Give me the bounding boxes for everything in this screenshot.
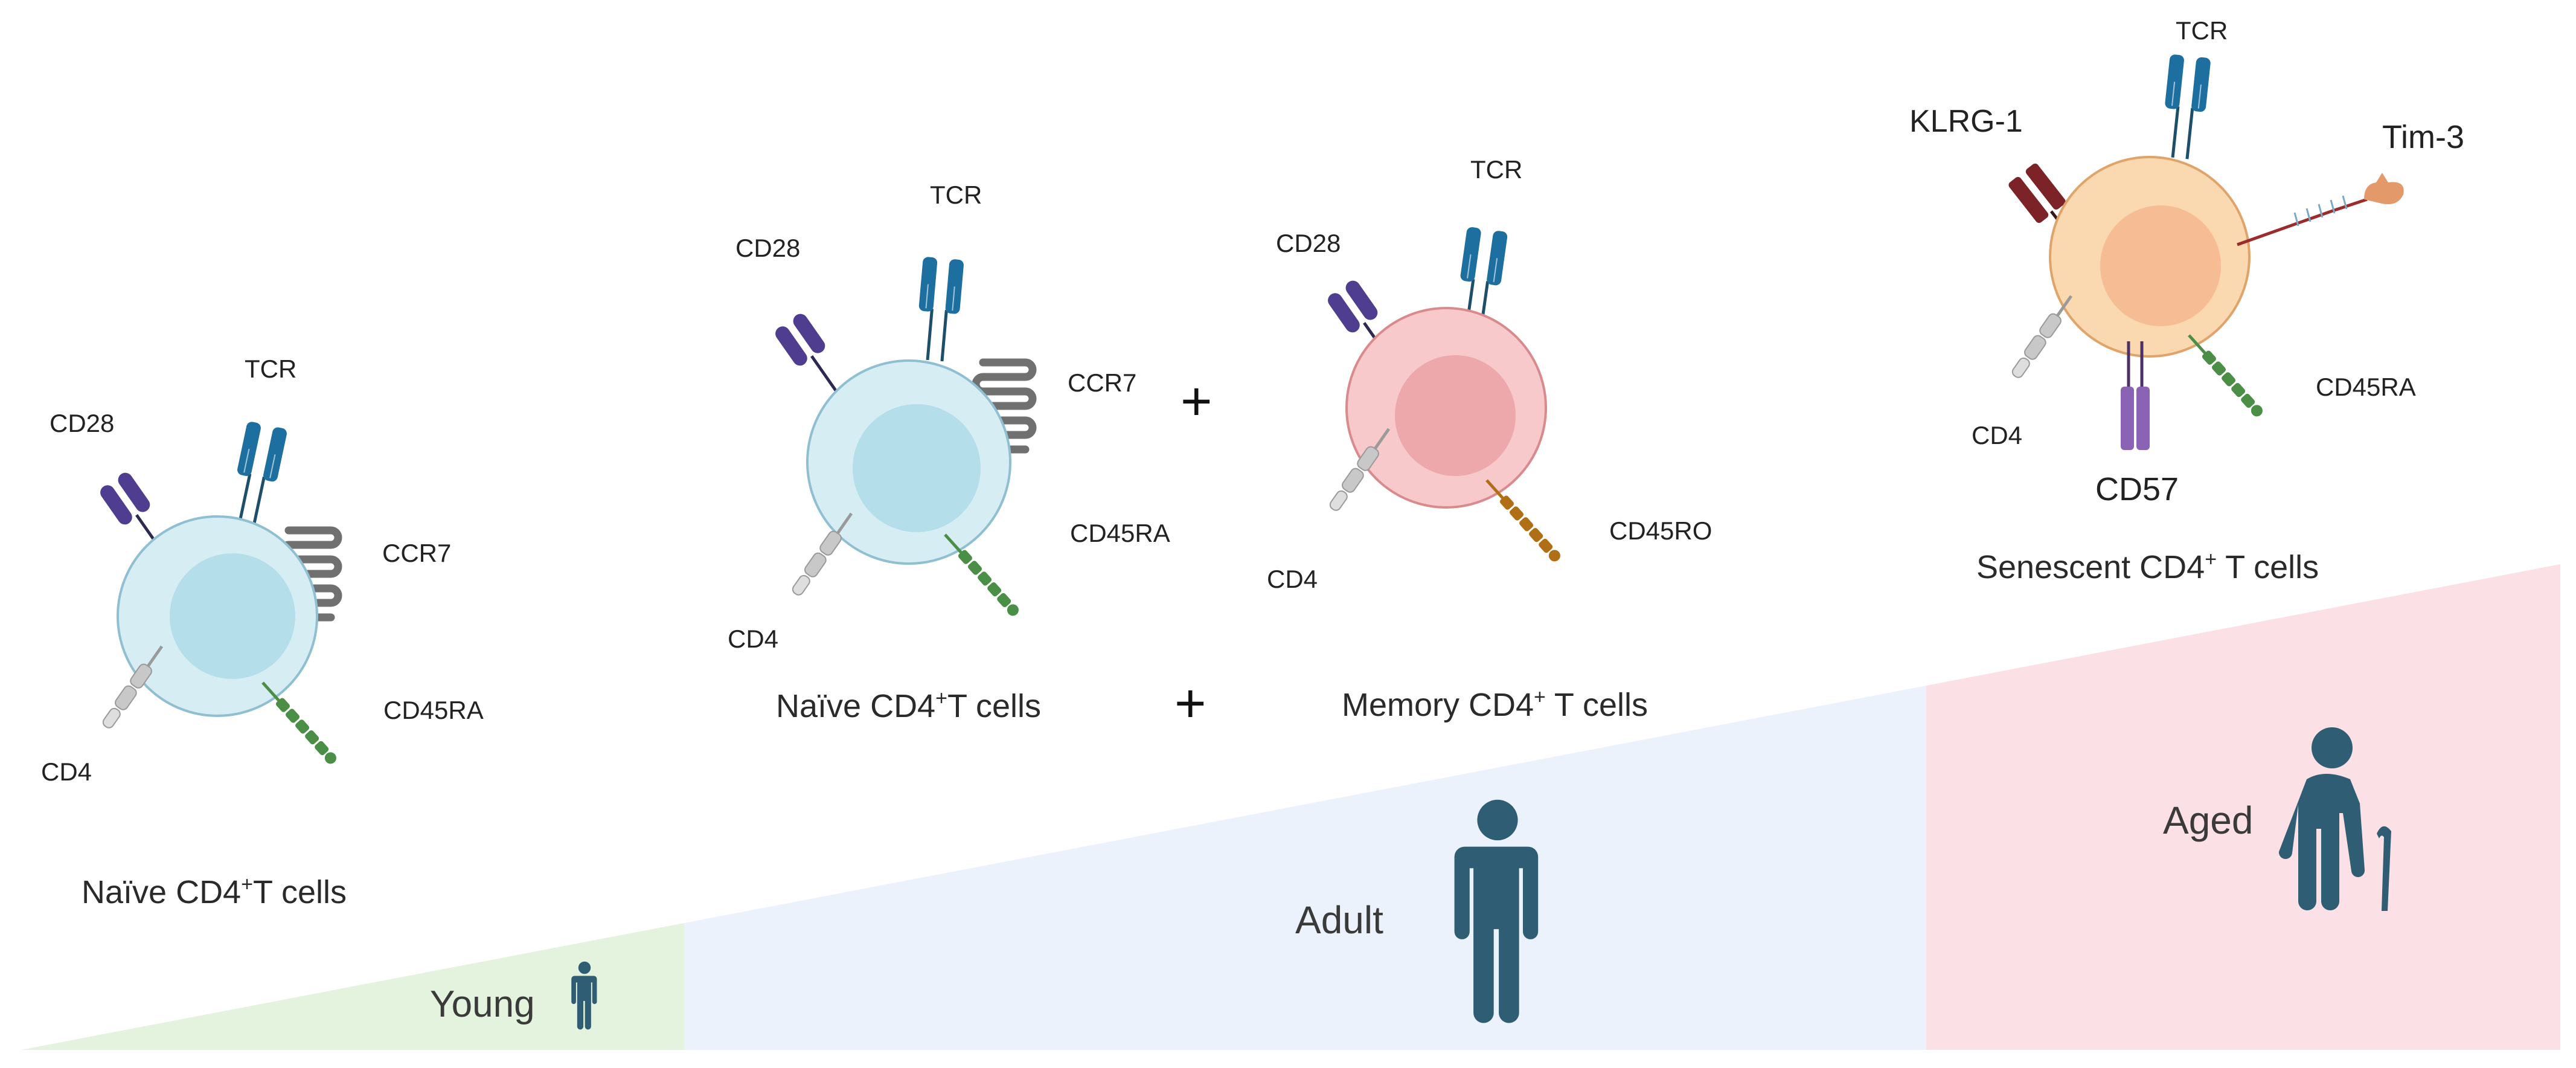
- cd4-label: CD4: [41, 758, 92, 786]
- cd45ro-label: CD45RO: [1609, 516, 1712, 545]
- cd45ra-receptor: [2185, 332, 2264, 419]
- cell-title: Memory CD4+ T cells: [1342, 686, 1648, 723]
- cell-nucleus: [2100, 205, 2221, 326]
- tcr-receptor: [226, 421, 288, 530]
- tcr-label: TCR: [245, 355, 296, 383]
- aged-senescent-cell: TCR KLRG-1 Tim-3 CD45RA CD4 CD57 Senesce…: [1909, 16, 2464, 585]
- klrg1-label: KLRG-1: [1909, 104, 2023, 139]
- cd28-label: CD28: [735, 234, 800, 262]
- cd45ra-receptor: [941, 531, 1020, 618]
- cell-nucleus: [1395, 355, 1516, 476]
- cd57-label: CD57: [2095, 471, 2179, 507]
- cd45ra-label: CD45RA: [2316, 373, 2416, 401]
- tim3-receptor: [2237, 173, 2404, 246]
- adult-label: Adult: [1295, 898, 1383, 942]
- cell-title: Naïve CD4+T cells: [776, 687, 1041, 724]
- elderly-figure-icon: [2278, 727, 2391, 911]
- cd45ra-label: CD45RA: [1070, 519, 1170, 547]
- cd45ro-receptor: [1482, 477, 1562, 564]
- tim3-label: Tim-3: [2382, 119, 2464, 155]
- cd45ra-receptor: [258, 679, 338, 766]
- cell-title: Naïve CD4+T cells: [82, 873, 347, 910]
- cell-nucleus: [853, 404, 981, 532]
- cell-title: Senescent CD4+ T cells: [1976, 548, 2319, 585]
- aged-label: Aged: [2163, 799, 2253, 842]
- cd4-label: CD4: [1972, 421, 2022, 449]
- ccr7-label: CCR7: [1068, 368, 1136, 397]
- tcr-label: TCR: [2176, 16, 2228, 45]
- tcr-label: TCR: [1470, 155, 1522, 184]
- adult-band: [684, 686, 1926, 1050]
- cd4-label: CD4: [728, 625, 778, 653]
- age-gradient: [21, 564, 2560, 1050]
- adult-naive-cell: TCR CD28 CCR7 CD45RA CD4 Naïve CD4+T cel…: [728, 181, 1170, 724]
- cd57-receptor: [2121, 341, 2150, 450]
- young-naive-cell: TCR CD28 CCR7 CD45RA CD4 Naïve CD4+T cel…: [41, 355, 484, 910]
- cd28-label: CD28: [1276, 229, 1341, 257]
- young-label: Young: [430, 983, 535, 1025]
- young-band: [21, 923, 684, 1050]
- plus-sign-bottom: +: [1174, 674, 1206, 734]
- cd45ra-label: CD45RA: [383, 696, 484, 724]
- tcr-receptor: [914, 257, 964, 362]
- aged-band: [1926, 564, 2560, 1050]
- cd4-label: CD4: [1267, 565, 1318, 593]
- adult-memory-cell: TCR CD28 CD45RO CD4 Memory CD4+ T cells: [1267, 155, 1712, 723]
- tcr-receptor: [2159, 54, 2211, 160]
- ccr7-label: CCR7: [382, 539, 451, 567]
- cell-nucleus: [170, 553, 295, 679]
- plus-sign-top: +: [1181, 372, 1213, 432]
- cd28-label: CD28: [50, 409, 114, 437]
- tcr-label: TCR: [930, 181, 982, 209]
